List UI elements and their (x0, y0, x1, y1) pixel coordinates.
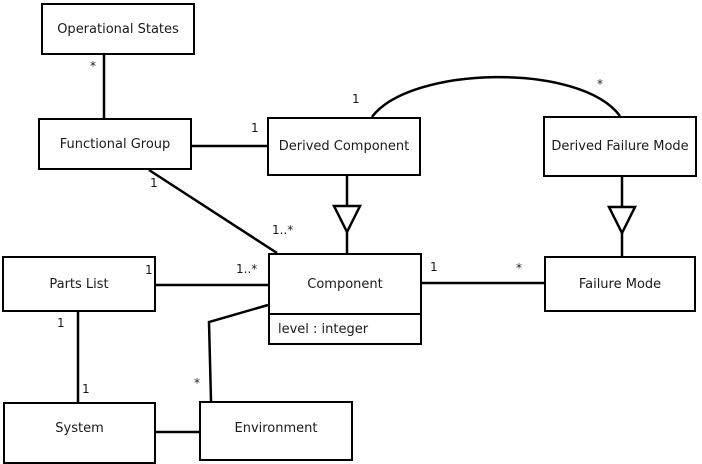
multiplicity-label-fg-derived-component: 1 (251, 121, 259, 135)
multiplicity-label-environment-component: * (194, 376, 200, 390)
uml-class-derived-failure-mode[interactable]: Derived Failure Mode (543, 116, 697, 177)
multiplicity-label-op-states-fg: * (90, 59, 96, 73)
class-name-label: Environment (234, 420, 318, 436)
generalization-triangle-failure-mode (606, 205, 638, 236)
class-name-label: Parts List (49, 276, 109, 292)
class-name-label: Failure Mode (578, 276, 662, 292)
edge-environment-component (207, 303, 269, 402)
multiplicity-label-parts-list-system-top: 1 (57, 316, 65, 330)
multiplicity-label-derived-component-curve: 1 (352, 92, 360, 106)
multiplicity-label-fg-component-start: 1 (150, 176, 158, 190)
multiplicity-label-derived-failure-mode-curve: * (597, 77, 603, 91)
multiplicity-label-component-failure-mode: 1 (430, 260, 438, 274)
multiplicity-label-failure-mode-left: * (516, 261, 522, 275)
class-name-label: System (55, 420, 104, 436)
uml-class-functional-group[interactable]: Functional Group (38, 118, 192, 170)
uml-class-derived-component[interactable]: Derived Component (267, 117, 421, 176)
uml-class-component[interactable]: Component level : integer (268, 253, 422, 345)
edge-functional-group-component (148, 168, 278, 255)
multiplicity-label-parts-list-component: 1..* (236, 262, 258, 276)
uml-class-failure-mode[interactable]: Failure Mode (544, 256, 696, 312)
uml-class-system[interactable]: System (3, 402, 156, 464)
uml-class-environment[interactable]: Environment (199, 401, 353, 461)
multiplicity-label-fg-component-end: 1..* (272, 223, 294, 237)
multiplicity-label-parts-list-right: 1 (145, 263, 153, 277)
class-name-label: Derived Component (278, 139, 410, 154)
multiplicity-label-parts-list-system-bottom: 1 (82, 382, 90, 396)
edge-derived-component-derived-failure-mode (370, 75, 622, 118)
uml-class-parts-list[interactable]: Parts List (2, 256, 156, 312)
class-attribute-label: level : integer (270, 313, 420, 343)
class-name-label: Operational States (57, 21, 179, 37)
generalization-triangle-component (331, 204, 363, 235)
class-name-label: Functional Group (59, 136, 171, 152)
class-name-label: Component (307, 276, 383, 292)
class-name-label: Derived Failure Mode (551, 139, 689, 154)
uml-class-operational-states[interactable]: Operational States (41, 3, 195, 55)
